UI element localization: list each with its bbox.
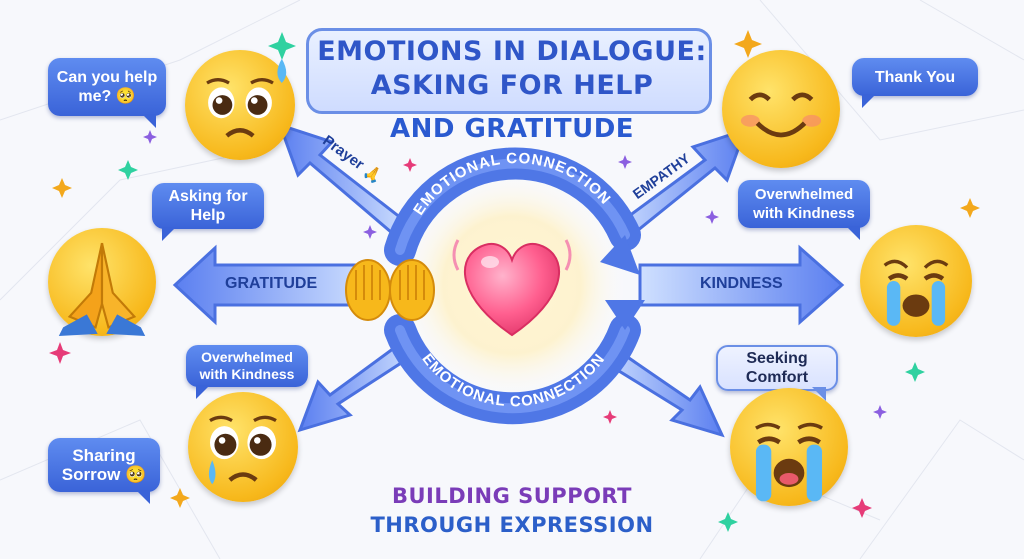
open-hands-icon (345, 259, 435, 321)
folded-hands-icon (48, 228, 156, 336)
footer-line-2: THROUGH EXPRESSION (370, 513, 654, 537)
title-line-3: AND GRATITUDE (389, 114, 635, 144)
bubble-seeking-comfort: Seeking Comfort (716, 345, 838, 401)
bubble-thank-you: Thank You (852, 58, 978, 108)
smiling-face-icon (722, 50, 840, 168)
bubble-asking-for-help: Asking for Help (152, 183, 264, 241)
gratitude-arrow (172, 244, 372, 326)
bubble-can-you-help: Can you help me? 🥺 (48, 58, 166, 128)
title-line-2: ASKING FOR HELP (370, 70, 654, 101)
pleading-tear-face-icon (188, 392, 298, 502)
kindness-label: KINDNESS (700, 275, 783, 292)
sparkle-icon (118, 32, 925, 532)
bubble-sharing-sorrow: Sharing Sorrow 🥺 (48, 438, 160, 504)
title-banner (306, 28, 712, 114)
footer-line-1: BUILDING SUPPORT (392, 484, 632, 508)
crying-face-icon (860, 225, 972, 337)
loudly-crying-face-icon (730, 388, 848, 506)
kindness-arrow (638, 244, 845, 326)
pleading-sweat-face-icon (185, 50, 295, 160)
prayer-arrow (277, 122, 413, 241)
bubble-overwhelmed-left: Overwhelmed with Kindness (186, 345, 308, 399)
heart-icon (452, 239, 572, 337)
gratitude-label: GRATITUDE (225, 275, 318, 292)
title-line-1: EMOTIONS IN DIALOGUE: (317, 36, 707, 67)
bubble-overwhelmed-right: Overwhelmed with Kindness (738, 180, 870, 240)
